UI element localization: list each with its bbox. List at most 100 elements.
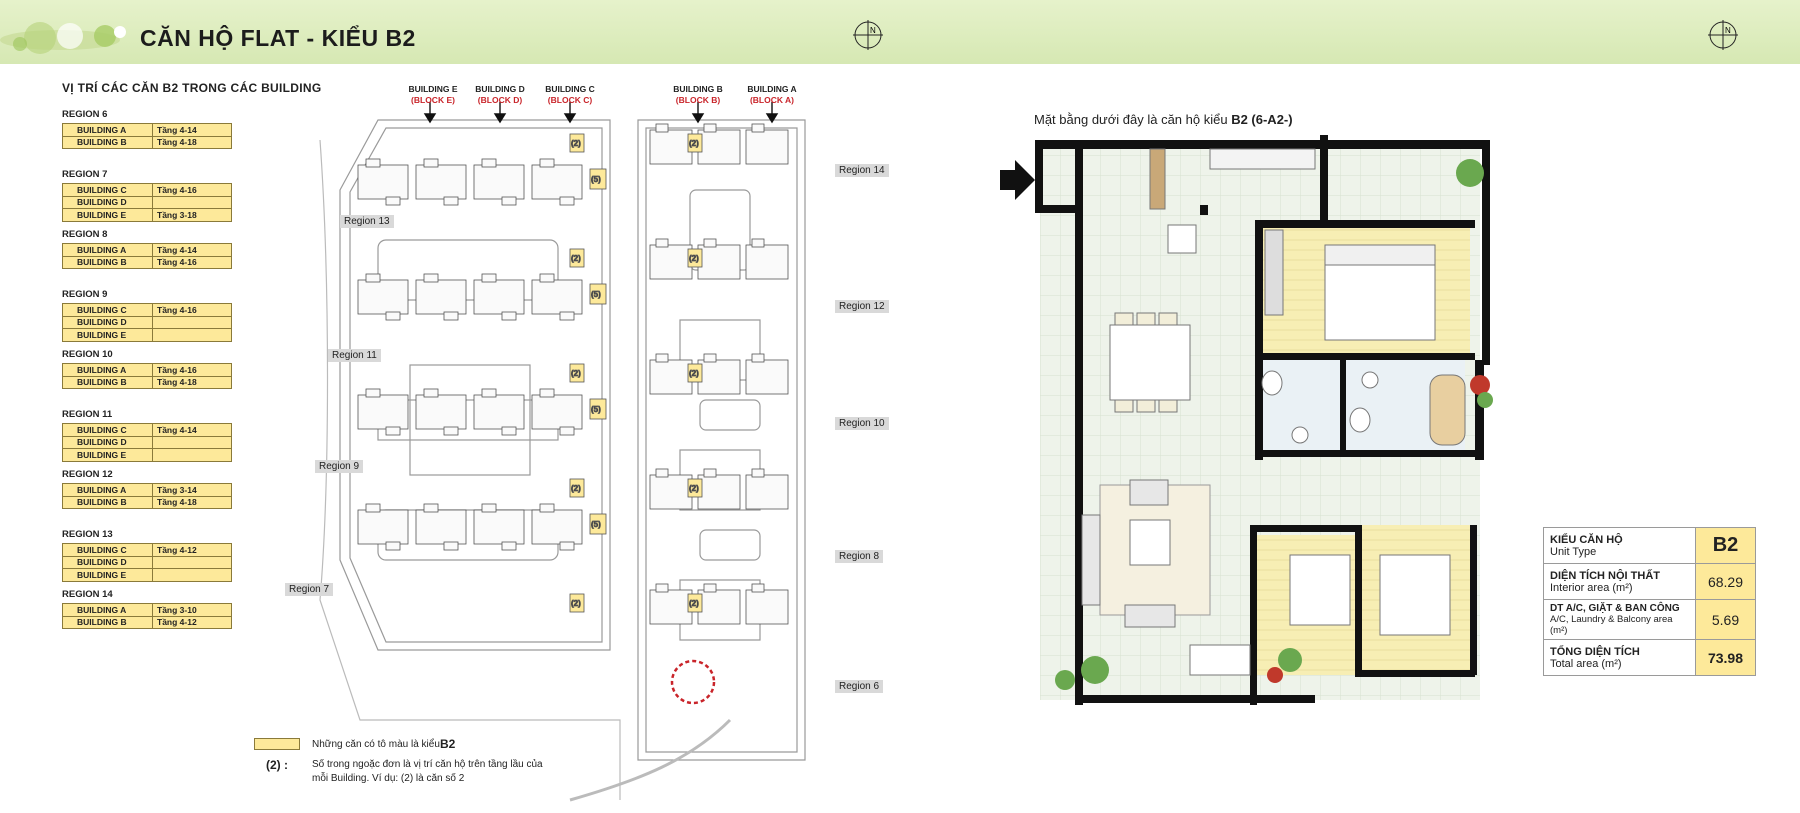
region-building: BUILDING D bbox=[62, 555, 153, 569]
building-unit-wing bbox=[385, 311, 401, 321]
unit-number-label: (5) bbox=[591, 175, 601, 184]
building-label-a: BUILDING A(BLOCK A) bbox=[747, 84, 797, 105]
region-building: BUILDING D bbox=[62, 435, 153, 449]
building-unit-wing bbox=[751, 238, 765, 248]
region-building: BUILDING C bbox=[62, 303, 153, 317]
compass-n-label: N bbox=[870, 26, 876, 35]
region-list-title: VỊ TRÍ CÁC CĂN B2 TRONG CÁC BUILDING bbox=[62, 81, 322, 95]
total-value: 73.98 bbox=[1695, 639, 1756, 676]
unit-number-label: (5) bbox=[591, 520, 601, 529]
building-unit-wing bbox=[703, 238, 717, 248]
building-unit-block bbox=[649, 129, 693, 165]
building-unit-block bbox=[531, 509, 583, 545]
unit-number-label: (2) bbox=[689, 599, 699, 608]
building-unit-block bbox=[745, 474, 789, 510]
building-unit-block bbox=[697, 474, 741, 510]
legend-text-highlight: Những căn có tô màu là kiểu bbox=[312, 739, 440, 750]
building-unit-wing bbox=[443, 196, 459, 206]
building-unit-block bbox=[357, 164, 409, 200]
building-unit-wing bbox=[385, 541, 401, 551]
building-label-d: BUILDING D(BLOCK D) bbox=[475, 84, 525, 105]
building-arrows bbox=[423, 102, 779, 124]
region-row: BUILDING D bbox=[62, 435, 232, 449]
b2-unit-highlight bbox=[687, 363, 703, 383]
b2-unit-highlight bbox=[569, 363, 585, 383]
region-floors bbox=[152, 195, 232, 209]
north-compass-icon: N bbox=[853, 20, 883, 50]
unit-number-label: (2) bbox=[689, 369, 699, 378]
building-unit-wing bbox=[481, 273, 497, 283]
region-floors: Tầng 4-18 bbox=[152, 135, 232, 149]
unit-number-label: (5) bbox=[591, 405, 601, 414]
region-floors: Tầng 3-10 bbox=[152, 603, 232, 617]
region-tag-6: Region 6 bbox=[835, 680, 884, 693]
building-unit-wing bbox=[703, 123, 717, 133]
unit-number-label: (2) bbox=[689, 254, 699, 263]
region-heading: REGION 13 bbox=[62, 529, 113, 540]
unit-number-label: (2) bbox=[571, 139, 581, 148]
building-unit-wing bbox=[365, 503, 381, 513]
building-unit-block bbox=[745, 244, 789, 280]
building-unit-wing bbox=[501, 311, 517, 321]
interior-value: 68.29 bbox=[1695, 563, 1756, 600]
building-unit-block bbox=[357, 394, 409, 430]
region-building: BUILDING D bbox=[62, 195, 153, 209]
region-floors: Tầng 4-16 bbox=[152, 363, 232, 377]
building-unit-wing bbox=[559, 426, 575, 436]
region-building: BUILDING D bbox=[62, 315, 153, 329]
building-unit-wing bbox=[443, 541, 459, 551]
region-heading: REGION 8 bbox=[62, 229, 108, 240]
region-building: BUILDING A bbox=[62, 123, 153, 137]
region-floors bbox=[152, 315, 232, 329]
ac-value: 5.69 bbox=[1695, 599, 1756, 640]
legend-b2: B2 bbox=[440, 737, 456, 751]
region-row: BUILDING E bbox=[62, 568, 232, 582]
building-unit-wing bbox=[751, 468, 765, 478]
region-building: BUILDING B bbox=[62, 495, 153, 509]
ac-en: A/C, Laundry & Balcony area (m²) bbox=[1550, 614, 1673, 636]
building-unit-wing bbox=[703, 353, 717, 363]
ac-vi: DT A/C, GIẶT & BAN CÔNG bbox=[1550, 603, 1680, 614]
building-unit-wing bbox=[655, 353, 669, 363]
left-building-rows: (5)(5)(5)(5) bbox=[357, 158, 607, 551]
b2-unit-highlight bbox=[589, 513, 607, 535]
region-building: BUILDING B bbox=[62, 615, 153, 629]
building-label-c: BUILDING C(BLOCK C) bbox=[545, 84, 595, 105]
building-unit-wing bbox=[423, 158, 439, 168]
building-unit-wing bbox=[501, 541, 517, 551]
region-building: BUILDING A bbox=[62, 483, 153, 497]
entry-arrow-icon bbox=[1000, 160, 1035, 200]
building-unit-block bbox=[531, 394, 583, 430]
building-unit-block bbox=[697, 129, 741, 165]
unit-number-label: (2) bbox=[689, 484, 699, 493]
b2-unit-highlight bbox=[569, 478, 585, 498]
header-bar: CĂN HỘ FLAT - KIỂU B2 N N bbox=[0, 0, 1800, 64]
unit-number-label: (2) bbox=[571, 369, 581, 378]
compass-n-label: N bbox=[1725, 26, 1731, 35]
site-plan-drawing: (5)(5)(5)(5) (2)(2)(2)(2)(2)(2)(2)(2)(2)… bbox=[319, 102, 806, 802]
building-unit-block bbox=[473, 279, 525, 315]
region-heading: REGION 6 bbox=[62, 109, 108, 120]
region-row: BUILDING E bbox=[62, 328, 232, 342]
building-unit-block bbox=[415, 164, 467, 200]
region-floors: Tầng 4-18 bbox=[152, 375, 232, 389]
building-unit-block bbox=[357, 279, 409, 315]
region-tag-12: Region 12 bbox=[835, 300, 889, 313]
b2-unit-highlight bbox=[589, 398, 607, 420]
region-building: BUILDING E bbox=[62, 328, 153, 342]
plant-decorations bbox=[1055, 159, 1493, 690]
region-row: BUILDING E bbox=[62, 448, 232, 462]
region-floors bbox=[152, 435, 232, 449]
